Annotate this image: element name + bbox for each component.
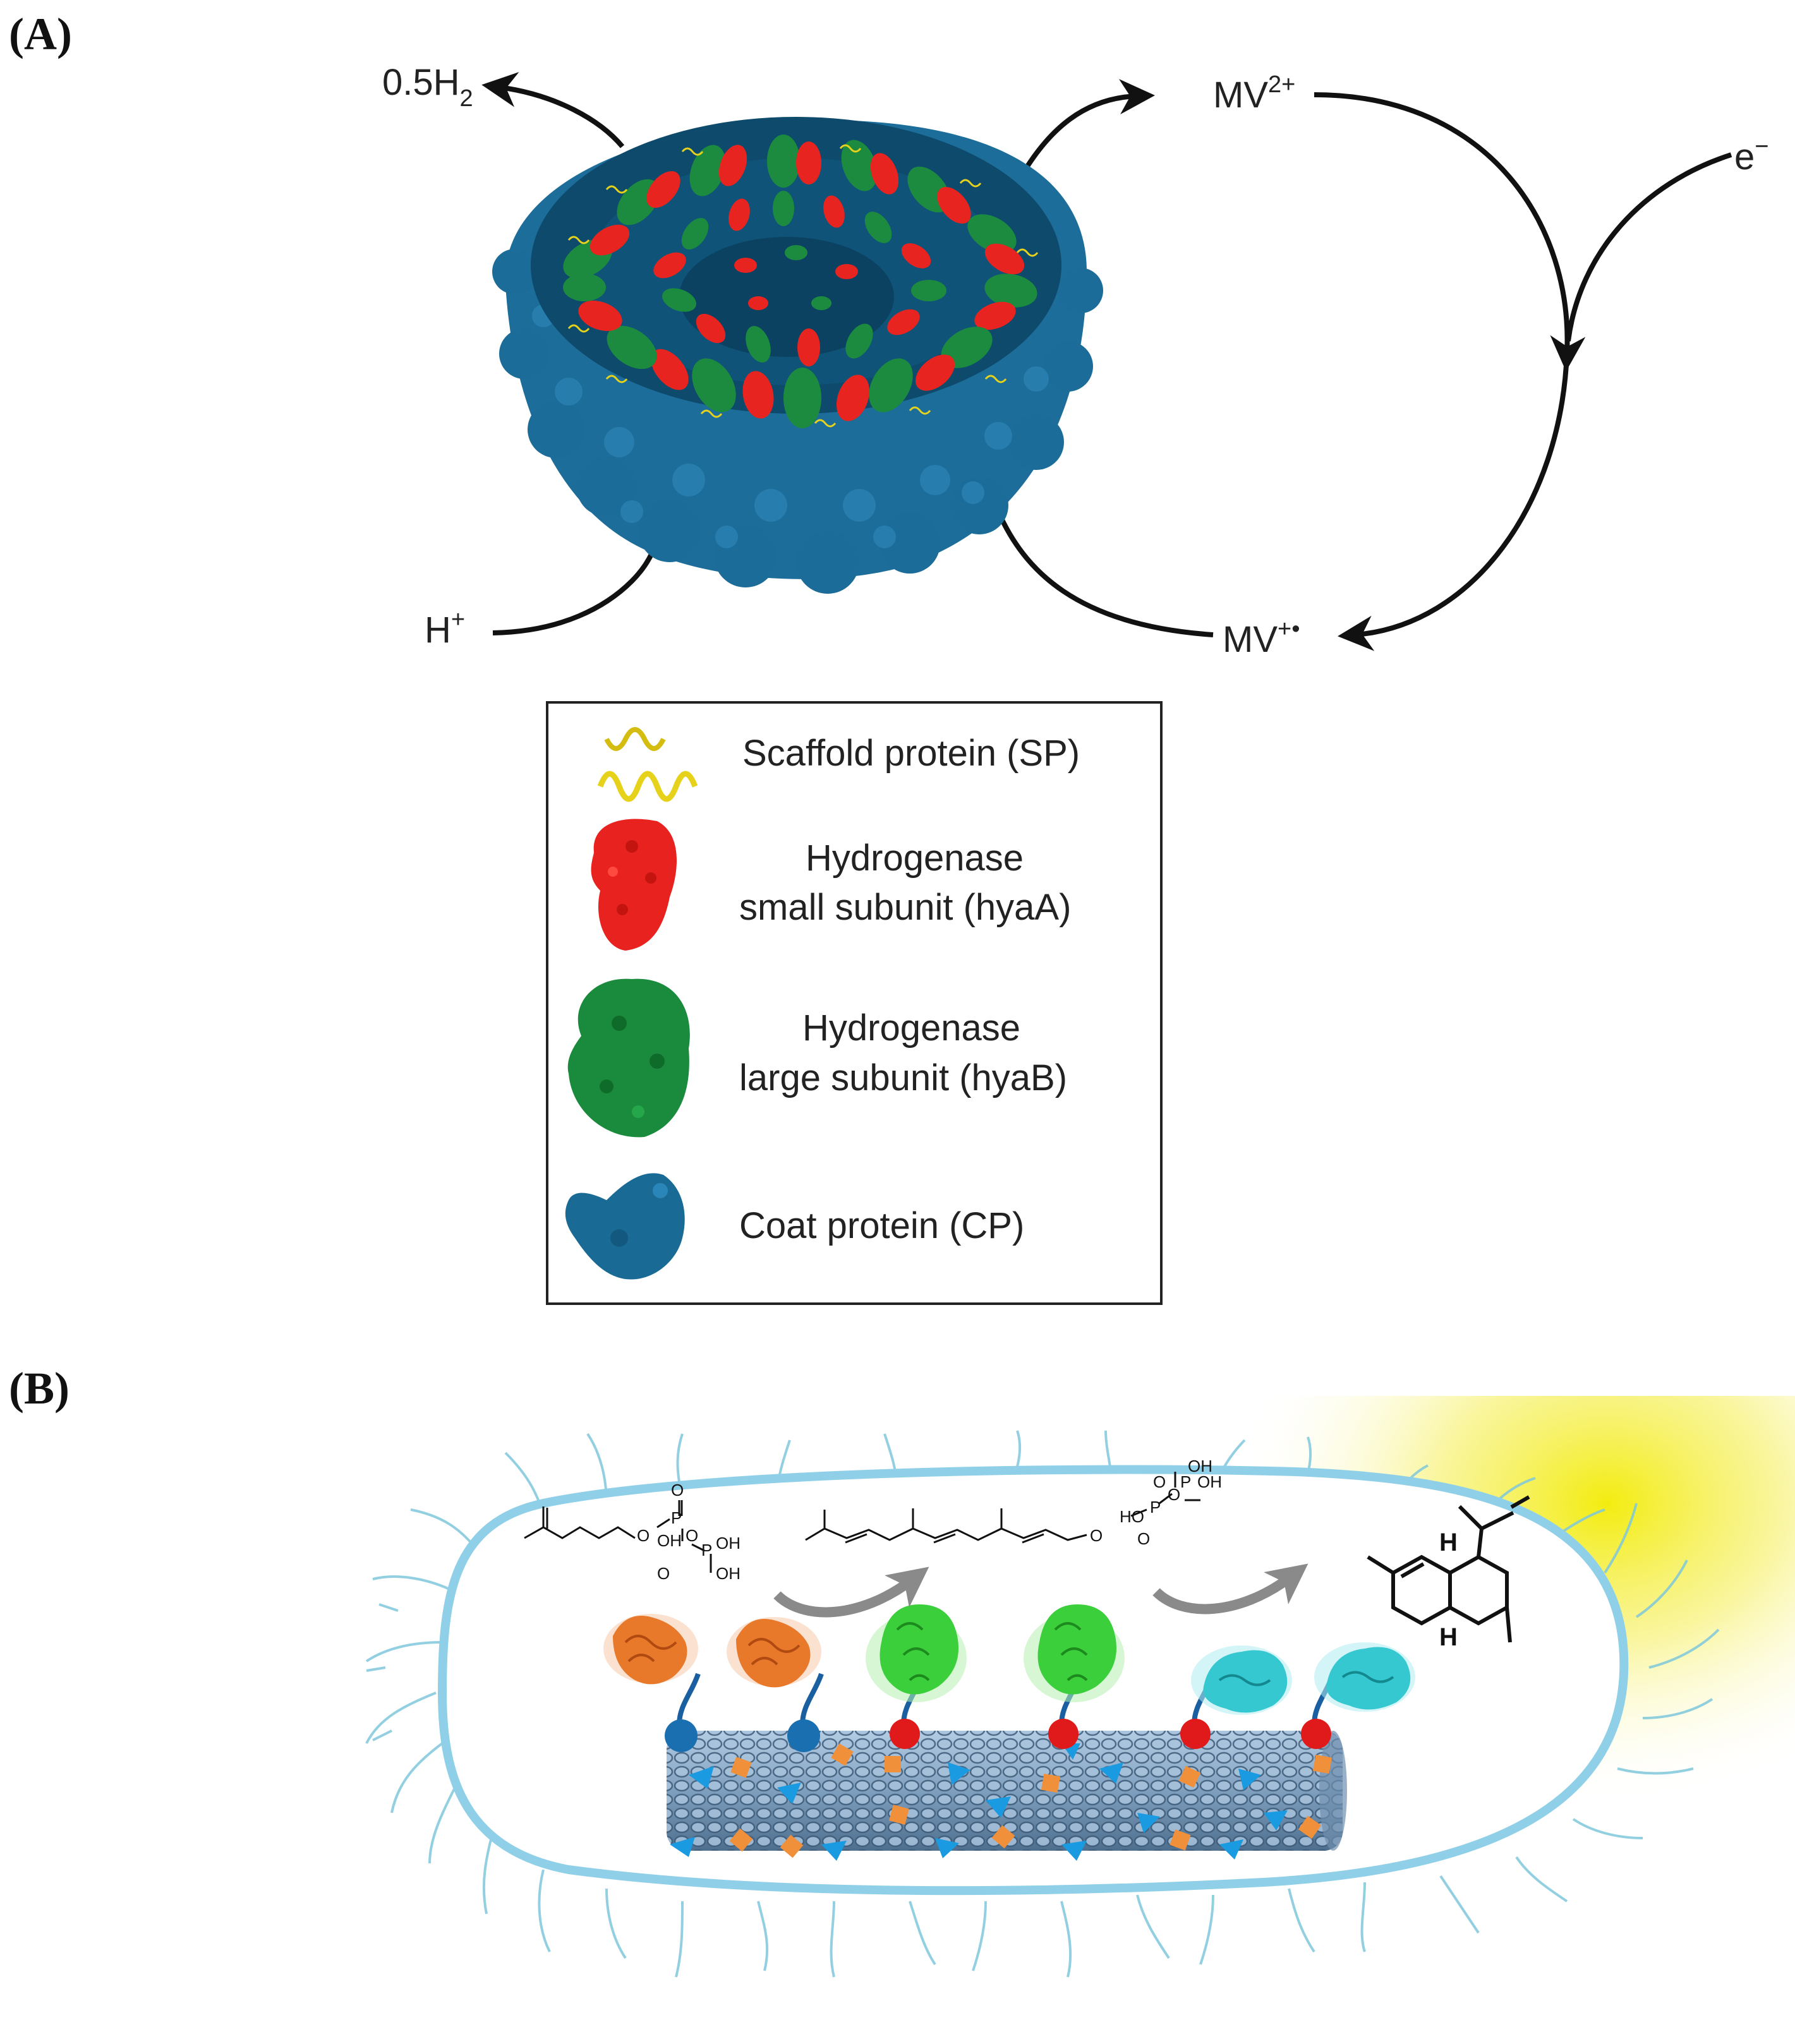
hydrogenase-ring-inner — [653, 191, 946, 366]
fpp-to-product-arrow — [1152, 1563, 1308, 1614]
ipp-atom-labels: O P O O OH P OH O OH — [637, 1481, 740, 1583]
hydrogenase-small-subunit-icon — [591, 819, 677, 951]
legend-label-scaffold: Scaffold protein (SP) — [742, 733, 1080, 774]
scaffold-helices — [567, 144, 1039, 428]
dockerin-blue-2 — [787, 1719, 820, 1752]
panel-b-label: (B) — [9, 1363, 70, 1414]
product-hydrogen-labels: H H — [1439, 1529, 1458, 1651]
orange-enzyme-2 — [727, 1617, 821, 1688]
legend-label-small-subunit-line2: small subunit (hyaA) — [739, 887, 1071, 928]
pathway-arrows — [773, 1563, 1308, 1618]
svg-text:O: O — [1137, 1529, 1150, 1548]
green-enzyme-1 — [866, 1604, 967, 1702]
dockerin-red-2 — [1048, 1719, 1079, 1749]
fpp-atom-labels: O HO P O O O P OH OH — [1090, 1457, 1222, 1548]
dockerin-red-3 — [1180, 1719, 1211, 1749]
legend-label-coat-protein: Coat protein (CP) — [739, 1205, 1024, 1246]
svg-text:O: O — [657, 1564, 670, 1583]
dockerin-blue-1 — [665, 1719, 698, 1752]
dockerin-red-1 — [890, 1719, 920, 1749]
svg-text:OH: OH — [1188, 1457, 1212, 1476]
ipp-structure — [524, 1500, 712, 1573]
mv2-out-arrow — [1015, 79, 1155, 184]
electron-input-arrow — [1566, 152, 1732, 342]
h2-release-arrow — [481, 71, 625, 148]
cell-surface-hairs — [365, 1430, 1720, 1978]
scaffold-helix-icon — [597, 727, 698, 802]
svg-text:H: H — [1439, 1623, 1458, 1651]
legend: Scaffold protein (SP) Hydrogenase small … — [546, 701, 1163, 1305]
ipp-to-fpp-arrow — [773, 1566, 929, 1618]
svg-text:OH: OH — [716, 1564, 740, 1583]
enzyme-assemblies — [603, 1604, 1415, 1752]
cohesin-dockerin-markers — [670, 1743, 1333, 1861]
cyan-enzyme-2 — [1314, 1642, 1415, 1712]
mv-reduction-arrow-top — [1314, 92, 1586, 371]
svg-text:P: P — [701, 1541, 712, 1560]
svg-text:O: O — [1153, 1472, 1166, 1491]
mv-radical-label: MV+• — [1223, 616, 1300, 660]
svg-text:O: O — [1090, 1526, 1103, 1545]
orange-enzyme-1 — [603, 1614, 698, 1685]
legend-label-small-subunit-line1: Hydrogenase — [806, 838, 1024, 879]
svg-text:O: O — [686, 1526, 698, 1545]
protein-scaffold-cylinder — [667, 1731, 1347, 1851]
svg-text:OH: OH — [716, 1534, 740, 1553]
svg-text:P: P — [671, 1508, 682, 1527]
mv-reduction-arrow-bottom — [1338, 353, 1569, 651]
h-plus-label: H+ — [425, 606, 465, 651]
capsid-nanoreactor — [492, 117, 1103, 594]
coat-protein-icon — [565, 1173, 685, 1280]
reaction-cycle-arrows — [481, 71, 1732, 651]
svg-text:H: H — [1439, 1529, 1458, 1556]
green-enzyme-2 — [1024, 1604, 1125, 1702]
svg-text:P: P — [1180, 1472, 1191, 1491]
svg-text:O: O — [637, 1526, 650, 1545]
fpp-structure — [805, 1472, 1200, 1544]
legend-label-large-subunit-line1: Hydrogenase — [802, 1007, 1020, 1049]
panel-a-label: (A) — [9, 9, 72, 59]
svg-text:HO: HO — [1120, 1507, 1144, 1526]
sesquiterpene-product-structure — [1367, 1495, 1530, 1643]
mv-radical-return-arrow — [996, 510, 1214, 637]
legend-label-large-subunit-line2: large subunit (hyaB) — [739, 1057, 1067, 1098]
coat-bumps — [492, 249, 1103, 594]
svg-text:O: O — [671, 1481, 684, 1500]
mv2-label: MV2+ — [1213, 71, 1295, 116]
hydrogenase-ring-outer — [563, 135, 1037, 428]
electron-label: e− — [1734, 133, 1768, 177]
svg-text:O: O — [1168, 1485, 1180, 1504]
svg-text:OH: OH — [657, 1531, 682, 1550]
cyan-enzyme-1 — [1191, 1645, 1292, 1715]
dockerin-red-4 — [1301, 1719, 1331, 1749]
svg-text:OH: OH — [1197, 1472, 1222, 1491]
svg-text:P: P — [1150, 1498, 1161, 1517]
hydrogenase-large-subunit-icon — [567, 978, 690, 1138]
h2-label: 0.5H2 — [382, 62, 473, 112]
